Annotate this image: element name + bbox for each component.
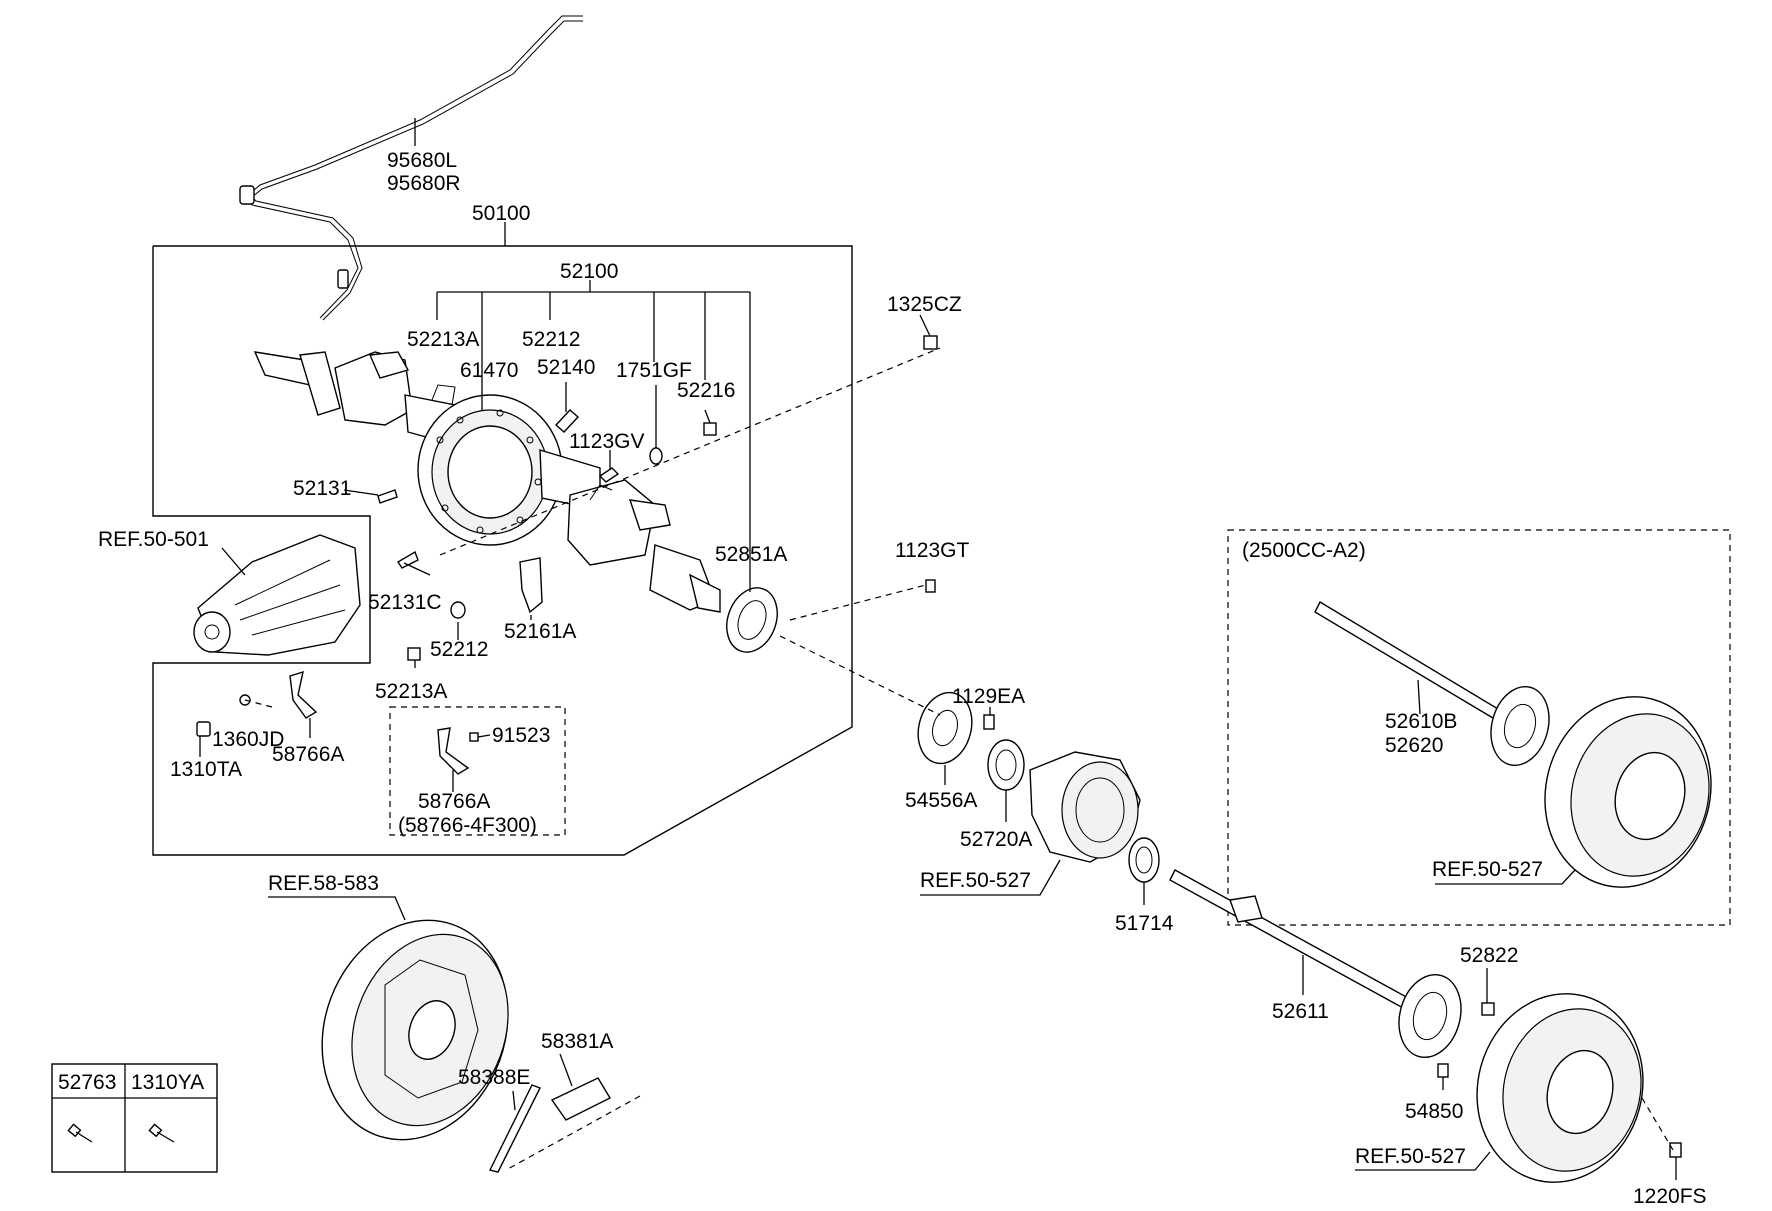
- bolt-1129EA[interactable]: [983, 714, 995, 730]
- label-1123GV[interactable]: 1123GV: [569, 430, 645, 453]
- brake-backing-plate[interactable]: [292, 894, 538, 1166]
- bracket-58766A-variant[interactable]: [437, 727, 470, 775]
- label-54556A[interactable]: 54556A: [905, 789, 977, 812]
- label-1325CZ[interactable]: 1325CZ: [887, 293, 962, 316]
- washer-52212-mid[interactable]: [450, 601, 466, 619]
- label-52822[interactable]: 52822: [1460, 944, 1518, 967]
- bolt-1123GT[interactable]: [925, 579, 936, 593]
- legend-header-1310YA[interactable]: 1310YA: [131, 1071, 204, 1094]
- axle-shaft-52610B[interactable]: [1314, 601, 1557, 772]
- bolt-icon: [148, 1123, 175, 1143]
- label-58381A[interactable]: 58381A: [541, 1030, 613, 1053]
- label-52131C[interactable]: 52131C: [368, 591, 442, 614]
- label-52720A[interactable]: 52720A: [960, 828, 1032, 851]
- oil-seal-51714[interactable]: [1128, 837, 1160, 883]
- fastener-legend-table: [51, 1063, 218, 1173]
- brake-pipe[interactable]: [239, 15, 583, 321]
- washer-1751GF[interactable]: [649, 447, 663, 465]
- label-1360JD[interactable]: 1360JD: [212, 728, 284, 751]
- bolt-52131C[interactable]: [397, 550, 419, 569]
- bracket-52161A[interactable]: [519, 557, 543, 614]
- label-52213A-top[interactable]: 52213A: [407, 328, 479, 351]
- label-1220FS[interactable]: 1220FS: [1633, 1185, 1707, 1208]
- bolt-52131[interactable]: [377, 489, 398, 504]
- hub-ref-50-527[interactable]: [1029, 751, 1141, 863]
- label-1310TA[interactable]: 1310TA: [170, 758, 242, 781]
- label-58388E[interactable]: 58388E: [458, 1066, 530, 1089]
- brake-drum-lower[interactable]: [1456, 975, 1664, 1201]
- nut-1325CZ[interactable]: [923, 335, 938, 350]
- axle-shaft-52611[interactable]: [1169, 869, 1470, 1064]
- label-95680R[interactable]: 95680R: [387, 172, 461, 195]
- nut-52822[interactable]: [1481, 1002, 1495, 1016]
- bolt-icon: [67, 1123, 93, 1143]
- label-1751GF[interactable]: 1751GF: [616, 359, 692, 382]
- bleeder-58388E[interactable]: [488, 1084, 541, 1173]
- label-52161A[interactable]: 52161A: [504, 620, 576, 643]
- screw-91523[interactable]: [469, 732, 479, 742]
- variant-2500cc-box: [1227, 529, 1731, 926]
- label-52851A[interactable]: 52851A: [715, 543, 787, 566]
- label-52212-top[interactable]: 52212: [522, 328, 580, 351]
- nut-1310TA[interactable]: [196, 721, 211, 737]
- label-58766A[interactable]: 58766A: [272, 743, 344, 766]
- label-ref-50-527-lower[interactable]: REF.50-527: [1355, 1145, 1466, 1168]
- plug-52216[interactable]: [703, 422, 717, 436]
- label-52620[interactable]: 52620: [1385, 734, 1443, 757]
- label-52100[interactable]: 52100: [560, 260, 618, 283]
- label-52213A-mid[interactable]: 52213A: [375, 680, 447, 703]
- label-51714[interactable]: 51714: [1115, 912, 1174, 935]
- label-52611[interactable]: 52611: [1272, 1000, 1329, 1023]
- label-52216[interactable]: 52216: [677, 379, 735, 402]
- axle-housing[interactable]: [253, 351, 721, 613]
- label-ref-50-527-hub[interactable]: REF.50-527: [920, 869, 1031, 892]
- axle-assembly-frame: [152, 245, 853, 856]
- label-52140[interactable]: 52140: [537, 356, 595, 379]
- label-58766-4F300[interactable]: (58766-4F300): [398, 814, 537, 837]
- legend-header-52763[interactable]: 52763: [58, 1071, 116, 1094]
- breather-52140[interactable]: [554, 409, 580, 433]
- label-ref-58-583[interactable]: REF.58-583: [268, 872, 379, 895]
- label-95680L[interactable]: 95680L: [387, 149, 457, 172]
- differential-carrier[interactable]: [193, 534, 361, 656]
- label-52610B[interactable]: 52610B: [1385, 710, 1457, 733]
- label-61470[interactable]: 61470: [460, 359, 518, 382]
- bracket-58766A[interactable]: [289, 670, 318, 719]
- part-labels: 95680L 95680R 50100 52100 52213A 52212 6…: [58, 149, 1707, 1208]
- label-50100[interactable]: 50100: [472, 202, 530, 225]
- label-1129EA[interactable]: 1129EA: [952, 685, 1025, 708]
- bearing-52720A[interactable]: [987, 739, 1025, 791]
- label-1123GT[interactable]: 1123GT: [895, 539, 969, 562]
- wheel-cylinder-58381A[interactable]: [550, 1077, 611, 1121]
- label-52131[interactable]: 52131: [293, 477, 351, 500]
- label-54850[interactable]: 54850: [1405, 1100, 1463, 1123]
- label-ref-50-527-upper[interactable]: REF.50-527: [1432, 858, 1543, 881]
- brake-drum-upper[interactable]: [1524, 678, 1732, 906]
- gasket-52851A[interactable]: [718, 581, 786, 659]
- leader-lines: [199, 118, 1677, 1180]
- bracket-variant-box: [389, 706, 566, 836]
- bolt-1123GV[interactable]: [598, 467, 620, 483]
- bolt-54850[interactable]: [1437, 1063, 1449, 1078]
- label-58766A-box[interactable]: 58766A: [418, 790, 490, 813]
- label-variant-2500cc[interactable]: (2500CC-A2): [1242, 539, 1366, 562]
- bolt-1220FS[interactable]: [1669, 1142, 1682, 1158]
- label-ref-50-501[interactable]: REF.50-501: [98, 528, 209, 551]
- label-91523[interactable]: 91523: [492, 724, 550, 747]
- nut-52213A-mid[interactable]: [407, 647, 421, 661]
- label-52212-mid[interactable]: 52212: [430, 638, 488, 661]
